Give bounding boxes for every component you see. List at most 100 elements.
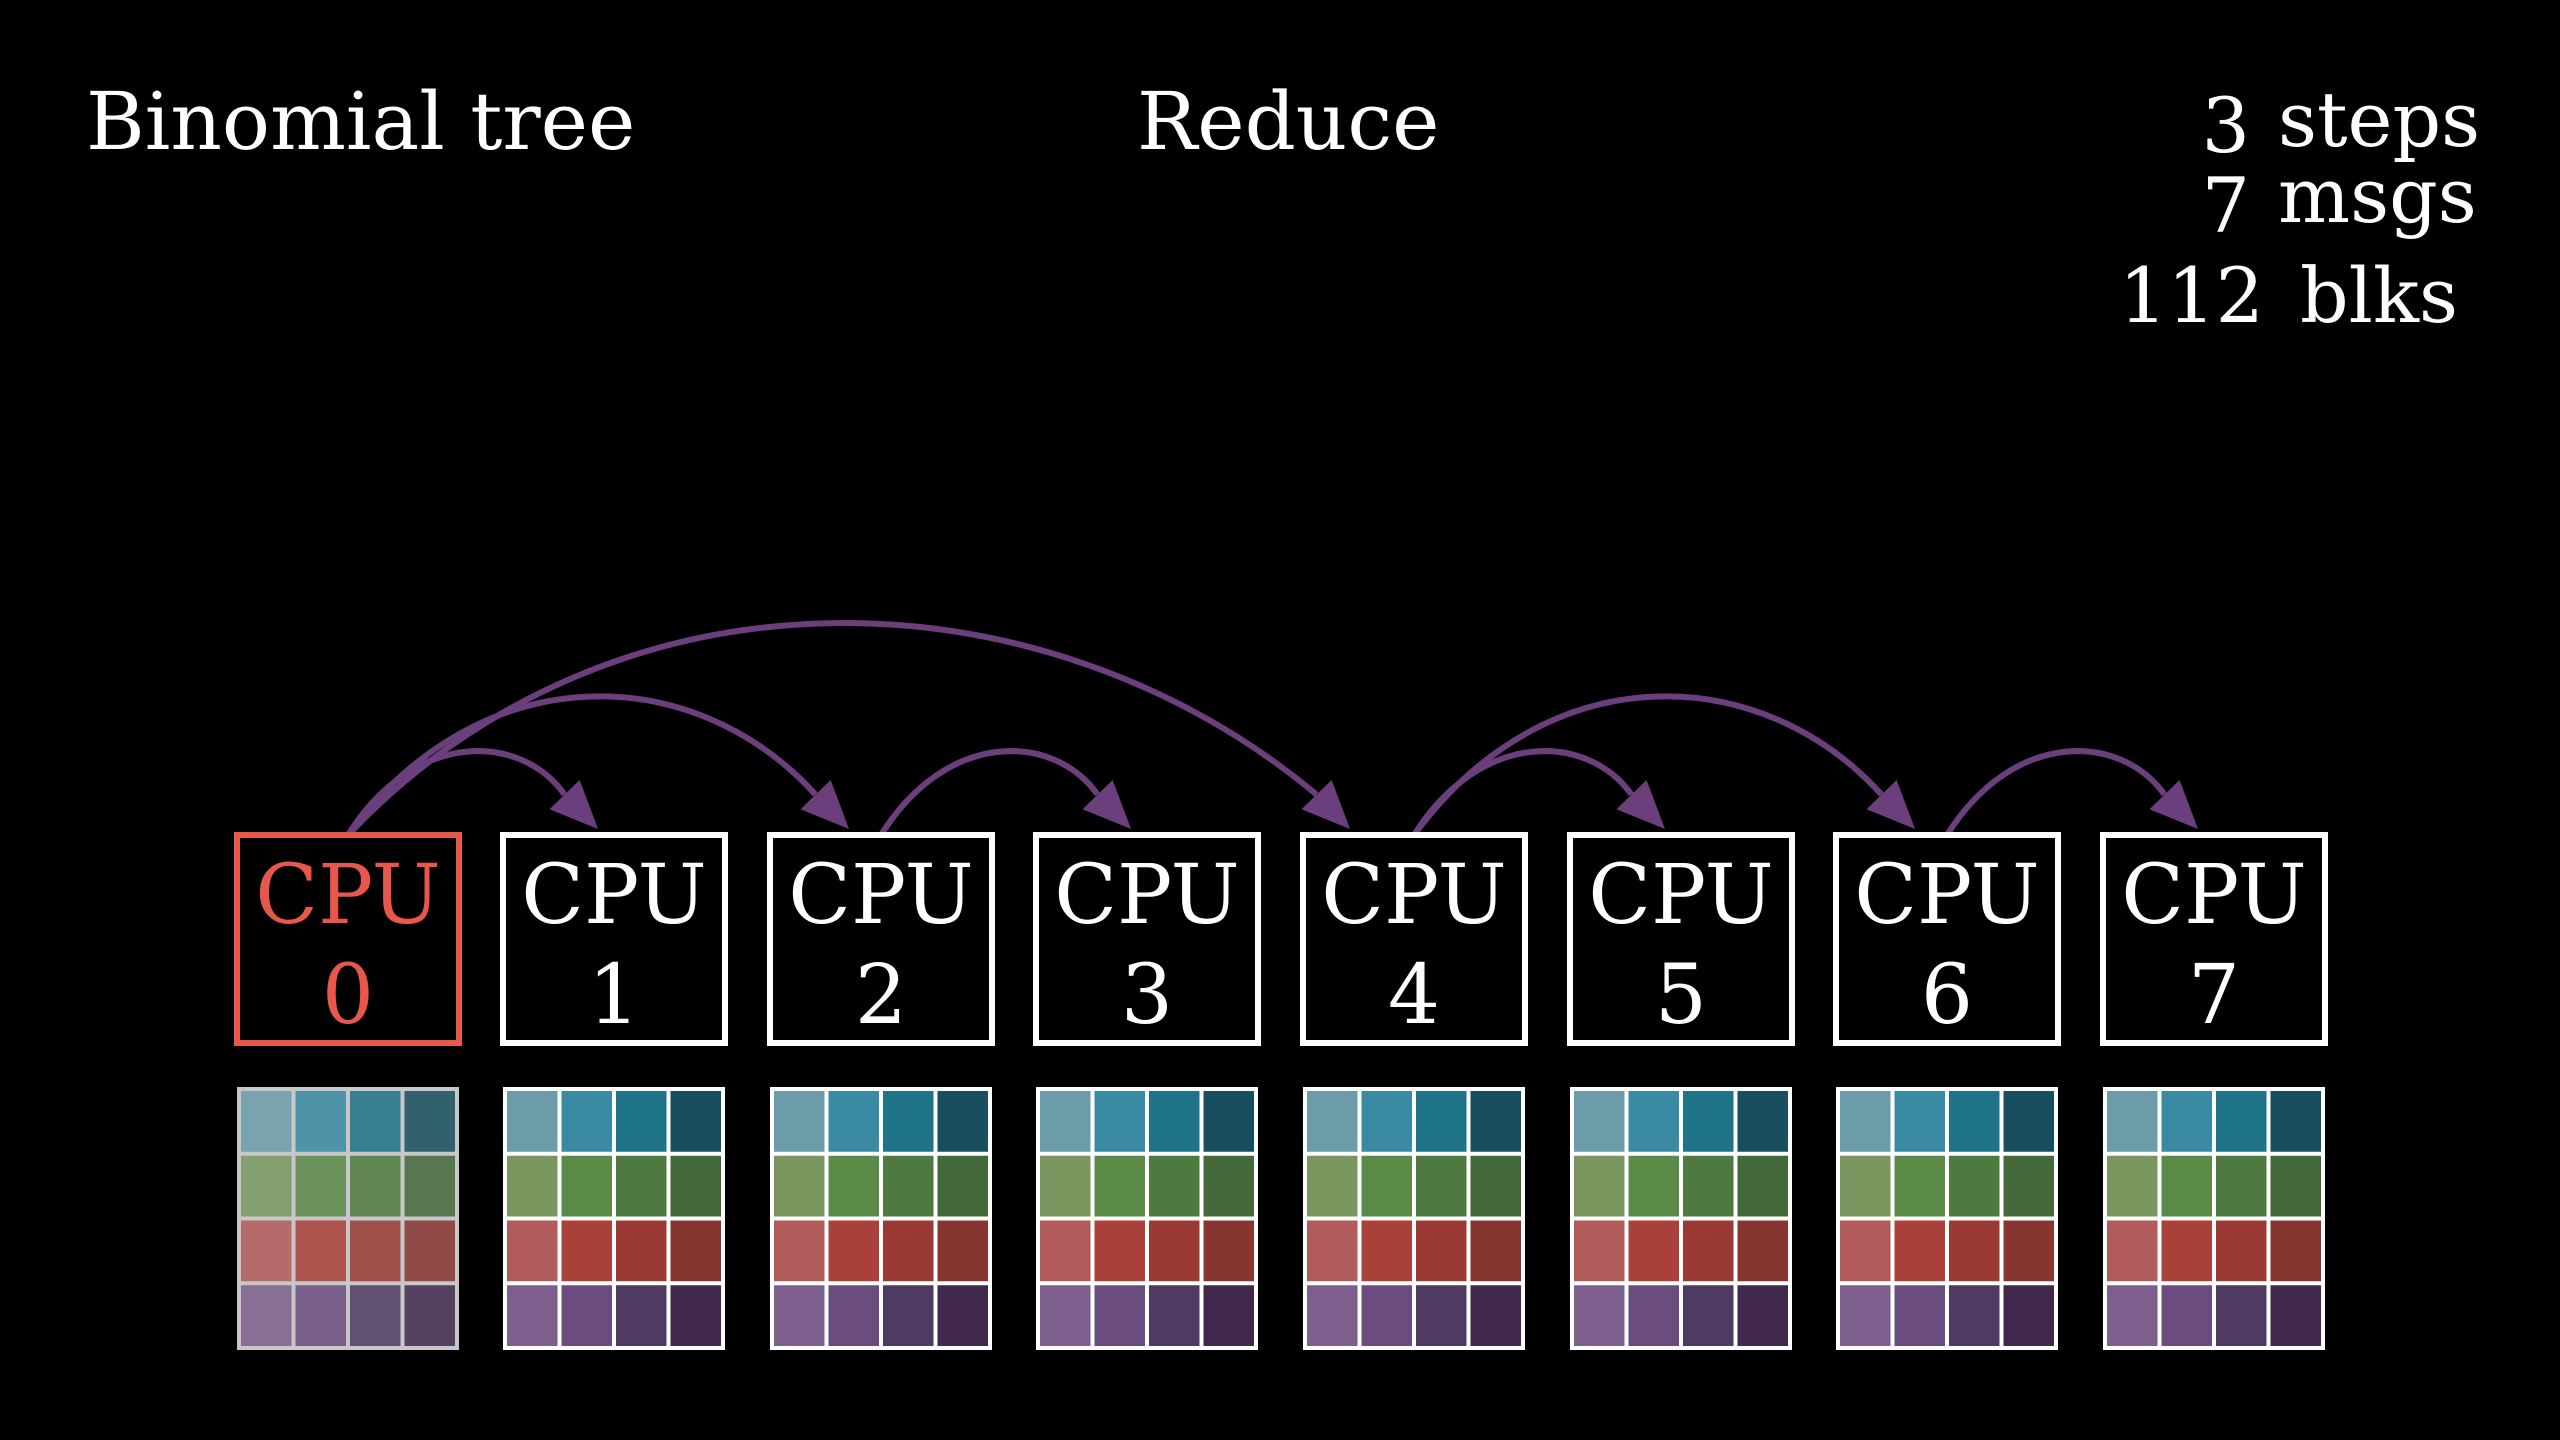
data-block	[1307, 1285, 1358, 1346]
data-block	[828, 1285, 879, 1346]
data-block	[616, 1155, 667, 1217]
data-block	[1949, 1285, 2000, 1346]
edge-arc	[345, 693, 818, 837]
data-block	[1094, 1091, 1145, 1152]
arrowhead-icon	[1616, 779, 1665, 829]
data-block	[2003, 1285, 2054, 1346]
steps-count: 3	[2201, 81, 2250, 170]
cpu-id: 1	[588, 948, 640, 1043]
data-block	[1040, 1155, 1091, 1217]
data-block	[1040, 1091, 1091, 1152]
data-block	[507, 1285, 558, 1346]
data-block	[295, 1285, 346, 1346]
data-block	[2270, 1091, 2321, 1152]
data-block	[670, 1285, 721, 1346]
data-block	[561, 1155, 612, 1217]
data-block	[828, 1155, 879, 1217]
cpu-label: CPU	[1054, 848, 1240, 943]
data-block-grid	[1570, 1087, 1792, 1350]
data-block	[507, 1155, 558, 1217]
data-block	[1574, 1220, 1625, 1282]
data-block	[1683, 1155, 1734, 1217]
data-block	[295, 1220, 346, 1282]
arrowhead-icon	[800, 779, 850, 829]
data-block	[1416, 1155, 1467, 1217]
data-block	[561, 1285, 612, 1346]
data-block	[828, 1091, 879, 1152]
data-block	[1949, 1091, 2000, 1152]
blks-label: blks	[2300, 251, 2459, 340]
data-block	[1894, 1285, 1945, 1346]
data-block	[1470, 1091, 1521, 1152]
data-block	[937, 1091, 988, 1152]
data-block	[1307, 1091, 1358, 1152]
arrowhead-icon	[1866, 779, 1916, 829]
data-block	[561, 1091, 612, 1152]
edge-arc	[1411, 693, 1884, 837]
cpu-label: CPU	[255, 848, 441, 943]
data-block-grid	[1836, 1087, 2058, 1350]
cpu-box	[767, 832, 995, 1046]
data-block	[1628, 1220, 1679, 1282]
edge-4-to-6	[1411, 693, 1916, 837]
data-block	[2216, 1285, 2267, 1346]
cpu-box	[234, 832, 462, 1046]
data-block	[1949, 1155, 2000, 1217]
data-block	[2161, 1220, 2212, 1282]
data-block	[350, 1285, 401, 1346]
data-block	[241, 1220, 292, 1282]
data-block-grid	[2103, 1087, 2325, 1350]
data-block	[1361, 1091, 1412, 1152]
data-block	[616, 1091, 667, 1152]
data-block	[1683, 1091, 1734, 1152]
msgs-label: msgs	[2278, 151, 2477, 240]
edges-layer	[345, 620, 2198, 838]
data-block-grid	[1036, 1087, 1258, 1350]
data-block	[1840, 1220, 1891, 1282]
data-block	[404, 1091, 455, 1152]
data-block	[2107, 1220, 2158, 1282]
cpu-label: CPU	[1854, 848, 2040, 943]
data-block	[1040, 1220, 1091, 1282]
edge-0-to-2	[345, 693, 850, 837]
cpu-box	[1033, 832, 1261, 1046]
data-block	[241, 1091, 292, 1152]
data-block	[2003, 1091, 2054, 1152]
data-block	[2216, 1220, 2267, 1282]
data-block	[1683, 1285, 1734, 1346]
data-block	[295, 1091, 346, 1152]
data-block	[1416, 1285, 1467, 1346]
data-block	[2161, 1155, 2212, 1217]
data-block	[295, 1155, 346, 1217]
data-block	[1094, 1285, 1145, 1346]
cpu-id: 0	[322, 948, 374, 1043]
steps-label: steps	[2278, 75, 2481, 164]
arrowhead-icon	[549, 779, 599, 829]
data-block	[561, 1220, 612, 1282]
data-block	[1203, 1285, 1254, 1346]
data-block	[1737, 1285, 1788, 1346]
data-block	[670, 1091, 721, 1152]
data-block	[241, 1285, 292, 1346]
data-block	[350, 1155, 401, 1217]
data-block	[1149, 1220, 1200, 1282]
cpu-label: CPU	[788, 848, 974, 943]
data-block	[616, 1220, 667, 1282]
data-block	[404, 1155, 455, 1217]
data-block	[2107, 1091, 2158, 1152]
cpu-id: 6	[1921, 948, 1973, 1043]
data-block	[1416, 1220, 1467, 1282]
data-block	[2216, 1091, 2267, 1152]
data-block	[2270, 1155, 2321, 1217]
data-block	[404, 1285, 455, 1346]
data-block	[883, 1091, 934, 1152]
data-block	[883, 1285, 934, 1346]
data-block	[1203, 1155, 1254, 1217]
data-block	[1094, 1220, 1145, 1282]
data-block	[883, 1155, 934, 1217]
